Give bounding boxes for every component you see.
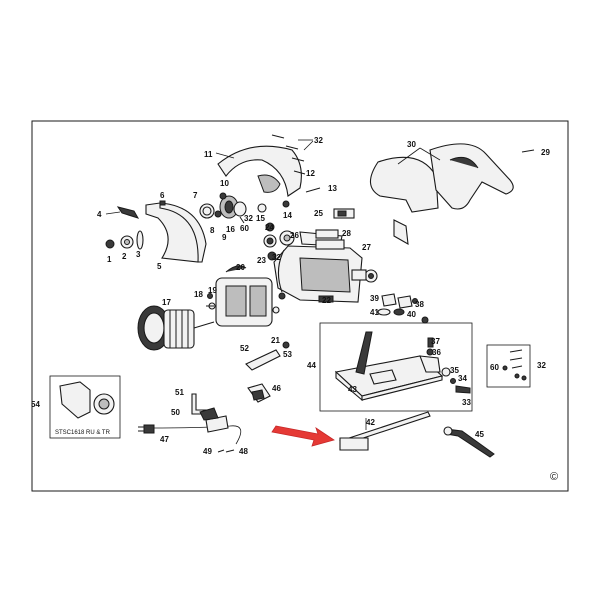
motor-housing	[273, 231, 363, 303]
callout-50: 50	[171, 408, 180, 417]
callout-23: 23	[257, 256, 266, 265]
switch	[333, 208, 355, 219]
callout-20: 20	[236, 263, 245, 272]
callout-15: 15	[256, 214, 265, 223]
housing-bearing	[351, 269, 378, 283]
handle-assembly	[369, 143, 514, 246]
callout-49: 49	[203, 447, 212, 456]
callout-27: 27	[362, 243, 371, 252]
callout-9: 9	[222, 233, 227, 242]
highlight-arrow	[271, 425, 335, 447]
lower-blade-guard	[145, 202, 207, 263]
callout-35: 35	[450, 366, 459, 375]
small-hardware-1-3	[105, 230, 144, 250]
armature	[137, 305, 215, 351]
rip-fence	[339, 411, 431, 451]
callout-25: 25	[314, 209, 323, 218]
callout-21: 21	[271, 336, 280, 345]
callout-19: 19	[208, 286, 217, 295]
callout-45: 45	[475, 430, 484, 439]
diagram-frame	[31, 120, 569, 492]
callout-54: 54	[31, 400, 40, 409]
copyright-mark: ©	[550, 471, 558, 483]
callout-2: 2	[122, 252, 127, 261]
callout-3: 3	[136, 250, 141, 259]
small-part-6	[159, 200, 166, 206]
callout-26: 26	[290, 231, 299, 240]
callout-48: 48	[239, 447, 248, 456]
screw-29	[521, 149, 535, 153]
callout-5: 5	[157, 262, 162, 271]
screw-13	[305, 187, 321, 193]
power-cord	[138, 415, 242, 445]
callout-7: 7	[193, 191, 198, 200]
callout-36: 36	[432, 348, 441, 357]
callout-33: 33	[462, 398, 471, 407]
callout-60-clamp: 60	[240, 224, 249, 233]
callout-8: 8	[210, 226, 215, 235]
callout-42: 42	[366, 418, 375, 427]
callout-47: 47	[160, 435, 169, 444]
callout-18: 18	[194, 290, 203, 299]
callout-32-clamp: 32	[244, 214, 253, 223]
callout-12: 12	[306, 169, 315, 178]
callout-51: 51	[175, 388, 184, 397]
callout-10: 10	[220, 179, 229, 188]
kit-box	[49, 375, 121, 439]
callout-34: 34	[458, 374, 467, 383]
small-parts-18-21	[206, 292, 286, 314]
callout-60-right: 60	[490, 363, 499, 372]
cord-clamp	[247, 383, 271, 403]
callout-53: 53	[283, 350, 292, 359]
callout-22: 22	[322, 296, 331, 305]
callout-39: 39	[370, 294, 379, 303]
callout-16: 16	[226, 225, 235, 234]
callout-52: 52	[240, 344, 249, 353]
callout-37: 37	[431, 337, 440, 346]
blade-clamp-assembly	[199, 192, 290, 224]
base-plate-group	[319, 322, 473, 412]
callout-32-bearing: 32	[272, 253, 281, 262]
callout-44: 44	[307, 361, 316, 370]
callout-40: 40	[407, 310, 416, 319]
callout-46: 46	[272, 384, 281, 393]
guard-screws	[271, 134, 314, 162]
label-plate	[315, 229, 339, 239]
callout-29: 29	[541, 148, 550, 157]
callout-41: 41	[370, 308, 379, 317]
callout-labels: 1 2 3 4 5 6 7 8 9 10 11 12 13 14 15 16 1…	[31, 136, 550, 456]
stator-field	[215, 265, 273, 327]
screws-48-49	[217, 449, 235, 453]
guard-lever	[105, 206, 140, 219]
grip-pad	[315, 239, 345, 250]
bearings-23-26	[263, 222, 295, 261]
kit-caption: STSC1618 RU & TR	[55, 430, 111, 436]
small-parts-36-41	[377, 293, 434, 356]
callout-32-right: 32	[537, 361, 546, 370]
callout-4: 4	[97, 210, 102, 219]
screw-12	[293, 170, 306, 175]
small-parts-33-35	[441, 367, 471, 394]
callout-38: 38	[415, 300, 424, 309]
callout-13: 13	[328, 184, 337, 193]
callout-14: 14	[283, 211, 292, 220]
callout-28: 28	[342, 229, 351, 238]
callout-6: 6	[160, 191, 165, 200]
callout-43: 43	[348, 385, 357, 394]
clamp-50	[199, 407, 219, 421]
callout-17: 17	[162, 298, 171, 307]
callout-32-top: 32	[314, 136, 323, 145]
callout-30: 30	[407, 140, 416, 149]
brush-parts	[245, 341, 290, 371]
wrench	[443, 426, 495, 458]
upper-blade-guard	[215, 145, 302, 197]
callout-11: 11	[204, 150, 213, 159]
callout-24: 24	[265, 223, 274, 232]
right-screw-group	[486, 344, 531, 388]
callout-1: 1	[107, 255, 112, 264]
